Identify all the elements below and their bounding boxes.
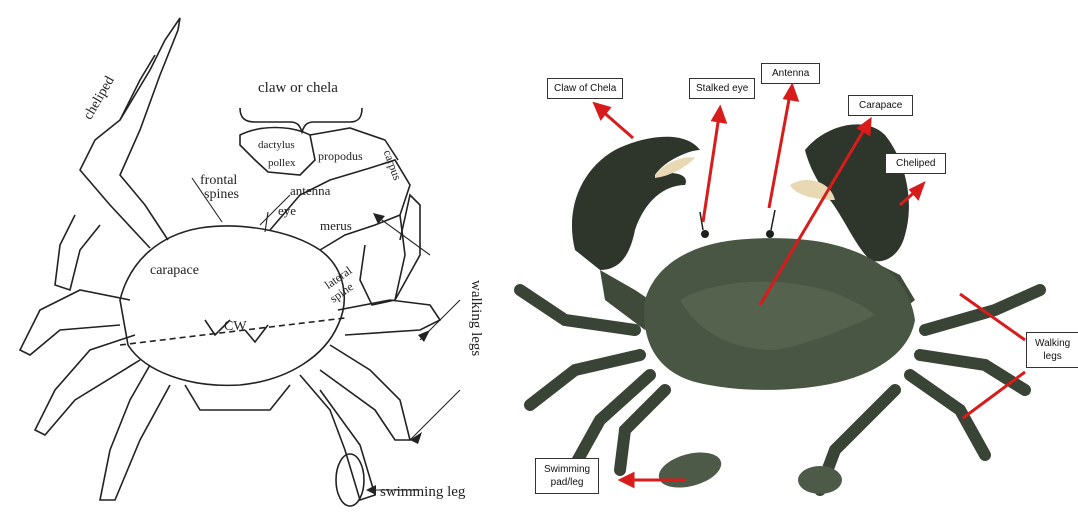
bracket-walking-legs-bottom xyxy=(963,372,1025,418)
callout-claw-of-chela: Claw of Chela xyxy=(547,78,623,99)
callout-swimming-line2: pad/leg xyxy=(544,476,590,489)
label-propodus: propodus xyxy=(318,149,363,163)
callout-stalked-eye: Stalked eye xyxy=(689,78,755,99)
label-eye: eye xyxy=(278,203,296,218)
label-cw: CW xyxy=(224,319,247,334)
callout-antenna: Antenna xyxy=(761,63,820,84)
label-dactylus: dactylus xyxy=(258,139,295,151)
label-carapace: carapace xyxy=(150,263,199,278)
crab-line-drawing: cheliped claw or chela dactylus pollex p… xyxy=(0,0,500,514)
label-walking-legs: walking legs xyxy=(468,280,484,356)
label-cheliped: cheliped xyxy=(81,74,118,123)
photo-left-claw xyxy=(572,137,700,270)
label-spines: spines xyxy=(204,187,239,202)
label-swimming-leg: swimming leg xyxy=(380,484,466,500)
label-claw-or-chela: claw or chela xyxy=(258,80,338,96)
callout-walking-legs: Walking legs xyxy=(1026,332,1078,368)
callout-swimming-line1: Swimming xyxy=(544,463,590,476)
callout-swimming-pad-leg: Swimming pad/leg xyxy=(535,458,599,494)
crab-photo-panel: Claw of Chela Stalked eye Antenna Carapa… xyxy=(505,0,1078,514)
label-carpus: carpus xyxy=(381,148,405,183)
label-antenna: antenna xyxy=(290,183,331,198)
crab-line-drawing-panel: cheliped claw or chela dactylus pollex p… xyxy=(0,0,500,514)
label-frontal: frontal xyxy=(200,173,237,188)
drawing-left-cheliped xyxy=(80,18,180,248)
callout-cheliped: Cheliped xyxy=(885,153,946,174)
callout-carapace: Carapace xyxy=(848,95,913,116)
callout-walking-legs-line1: Walking xyxy=(1035,337,1070,350)
callout-walking-legs-line2: legs xyxy=(1035,350,1070,363)
arrow-stalked-eye xyxy=(703,116,719,222)
arrow-antenna xyxy=(769,94,790,208)
drawing-carapace xyxy=(120,226,344,385)
label-merus: merus xyxy=(320,218,352,233)
label-pollex: pollex xyxy=(268,157,296,169)
